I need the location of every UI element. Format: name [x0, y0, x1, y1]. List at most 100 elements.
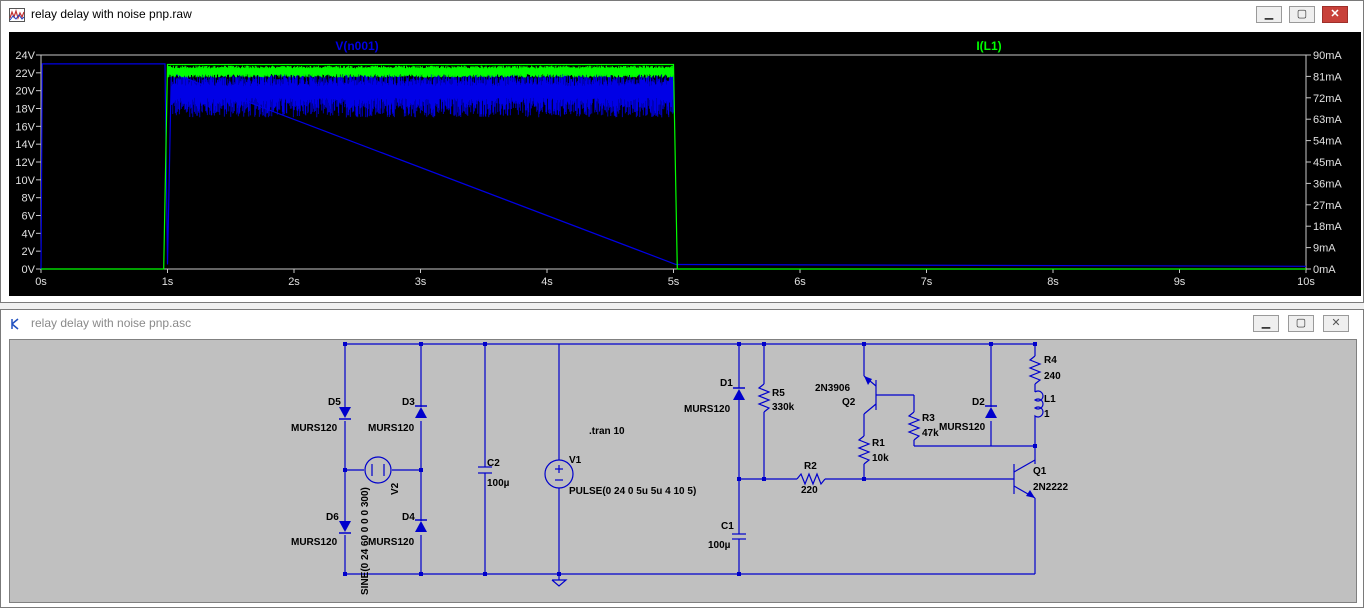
right-axis-tick-label: 90mA — [1313, 50, 1342, 62]
close-button[interactable]: ✕ — [1323, 315, 1349, 332]
left-axis-tick-label: 12V — [15, 157, 35, 169]
minimize-button[interactable]: ▁ — [1253, 315, 1279, 332]
label-v1-value[interactable]: PULSE(0 24 0 5u 5u 4 10 5) — [569, 486, 696, 497]
left-axis-tick-label: 16V — [15, 121, 35, 133]
label-d2[interactable]: D2 — [972, 397, 985, 408]
q2-emitter-arrow — [864, 376, 872, 385]
right-axis-tick-label: 81mA — [1313, 71, 1342, 83]
trace-i-l1-noise — [167, 65, 674, 78]
schematic-window[interactable]: relay delay with noise pnp.asc ▁ ▢ ✕ — [0, 309, 1364, 608]
label-v2[interactable]: V2 — [390, 482, 401, 495]
label-l1-value[interactable]: 1 — [1044, 409, 1050, 420]
v2-source-symbol — [364, 456, 392, 484]
x-axis-tick-label: 8s — [1047, 276, 1059, 288]
schematic-app-icon — [11, 318, 19, 330]
label-d3[interactable]: D3 — [402, 397, 415, 408]
trace-label-v-n001[interactable]: V(n001) — [335, 39, 378, 53]
x-axis-tick-label: 2s — [288, 276, 300, 288]
maximize-button[interactable]: ▢ — [1288, 315, 1314, 332]
x-axis-tick-label: 10s — [1297, 276, 1315, 288]
left-axis-tick-label: 14V — [15, 139, 35, 151]
label-d1[interactable]: D1 — [720, 378, 733, 389]
x-axis-tick-label: 3s — [415, 276, 427, 288]
schematic-titlebar[interactable]: relay delay with noise pnp.asc ▁ ▢ ✕ — [1, 310, 1363, 338]
label-d4[interactable]: D4 — [402, 512, 415, 523]
label-c2-value[interactable]: 100µ — [487, 478, 510, 489]
waveform-app-icon — [9, 8, 25, 22]
label-tran-directive[interactable]: .tran 10 — [589, 426, 625, 437]
schematic-symbols — [339, 342, 1037, 576]
x-axis-tick-label: 7s — [921, 276, 933, 288]
label-r2-value[interactable]: 220 — [801, 485, 818, 496]
label-q1-model[interactable]: 2N2222 — [1033, 482, 1068, 493]
label-r1-value[interactable]: 10k — [872, 453, 889, 464]
label-d5[interactable]: D5 — [328, 397, 341, 408]
waveform-window-title: relay delay with noise pnp.raw — [31, 7, 192, 21]
left-axis-tick-label: 10V — [15, 175, 35, 187]
label-r2[interactable]: R2 — [804, 461, 817, 472]
label-d4-model[interactable]: MURS120 — [368, 537, 415, 548]
x-axis-tick-label: 5s — [668, 276, 680, 288]
x-axis-tick-label: 0s — [35, 276, 47, 288]
right-axis-tick-label: 72mA — [1313, 93, 1342, 105]
schematic-drawing[interactable]: D5 MURS120 D3 MURS120 D6 MURS120 D4 MURS… — [10, 340, 1356, 602]
trace-group — [40, 63, 1307, 270]
label-v2-value[interactable]: SINE(0 24 60 0 0 0 300) — [360, 487, 371, 595]
waveform-chart[interactable]: V(n001) I(L1) 24V22V20V18V16V14V12V10V8V… — [9, 32, 1361, 296]
label-r4-value[interactable]: 240 — [1044, 371, 1061, 382]
left-axis-tick-label: 4V — [22, 228, 36, 240]
waveform-window[interactable]: relay delay with noise pnp.raw ▁ ▢ ✕ V(n… — [0, 0, 1364, 303]
label-d5-model[interactable]: MURS120 — [291, 423, 338, 434]
label-d1-model[interactable]: MURS120 — [684, 404, 731, 415]
trace-v-n001 — [40, 63, 1307, 270]
x-axis-tick-label: 4s — [541, 276, 553, 288]
left-axis-tick-label: 8V — [22, 193, 36, 205]
label-d6-model[interactable]: MURS120 — [291, 537, 338, 548]
trace-i-l1 — [41, 63, 1306, 270]
x-axis-tick-label: 6s — [794, 276, 806, 288]
close-button[interactable]: ✕ — [1322, 6, 1348, 23]
label-v1[interactable]: V1 — [569, 455, 582, 466]
right-axis-tick-label: 54mA — [1313, 136, 1342, 148]
label-r5[interactable]: R5 — [772, 388, 785, 399]
label-q2[interactable]: Q2 — [842, 397, 856, 408]
wires — [344, 343, 1044, 587]
left-axis-tick-label: 2V — [22, 246, 36, 258]
label-r3[interactable]: R3 — [922, 413, 935, 424]
right-axis-tick-label: 27mA — [1313, 200, 1342, 212]
label-c1[interactable]: C1 — [721, 521, 734, 532]
right-axis-tick-label: 9mA — [1313, 243, 1336, 255]
label-c1-value[interactable]: 100µ — [708, 540, 731, 551]
label-d6[interactable]: D6 — [326, 512, 339, 523]
label-d3-model[interactable]: MURS120 — [368, 423, 415, 434]
label-c2[interactable]: C2 — [487, 458, 500, 469]
label-r4[interactable]: R4 — [1044, 355, 1057, 366]
label-q1[interactable]: Q1 — [1033, 466, 1047, 477]
waveform-titlebar[interactable]: relay delay with noise pnp.raw ▁ ▢ ✕ — [1, 1, 1363, 29]
left-axis-tick-label: 6V — [22, 211, 36, 223]
q1-emitter-arrow — [1026, 490, 1035, 498]
label-d2-model[interactable]: MURS120 — [939, 422, 986, 433]
trace-v-n001-noise — [170, 72, 674, 118]
left-axis-tick-label: 0V — [22, 264, 36, 276]
label-r5-value[interactable]: 330k — [772, 402, 795, 413]
minimize-button[interactable]: ▁ — [1256, 6, 1282, 23]
label-l1[interactable]: L1 — [1044, 394, 1056, 405]
label-q2-model[interactable]: 2N3906 — [815, 383, 850, 394]
left-axis-tick-label: 18V — [15, 104, 35, 116]
label-r1[interactable]: R1 — [872, 438, 885, 449]
label-r3-value[interactable]: 47k — [922, 428, 939, 439]
schematic-canvas[interactable]: D5 MURS120 D3 MURS120 D6 MURS120 D4 MURS… — [9, 339, 1357, 603]
right-axis-tick-label: 36mA — [1313, 178, 1342, 190]
right-axis-tick-label: 18mA — [1313, 221, 1342, 233]
left-axis-tick-label: 24V — [15, 50, 35, 62]
left-axis-tick-label: 22V — [15, 68, 35, 80]
v1-source-symbol — [544, 459, 574, 489]
right-axis-tick-label: 45mA — [1313, 157, 1342, 169]
component-labels: D5 MURS120 D3 MURS120 D6 MURS120 D4 MURS… — [291, 355, 1068, 595]
schematic-window-title: relay delay with noise pnp.asc — [31, 316, 192, 330]
axis-ticks: 24V22V20V18V16V14V12V10V8V6V4V2V0V90mA81… — [15, 50, 1342, 288]
maximize-button[interactable]: ▢ — [1289, 6, 1315, 23]
trace-label-i-l1[interactable]: I(L1) — [976, 39, 1001, 53]
